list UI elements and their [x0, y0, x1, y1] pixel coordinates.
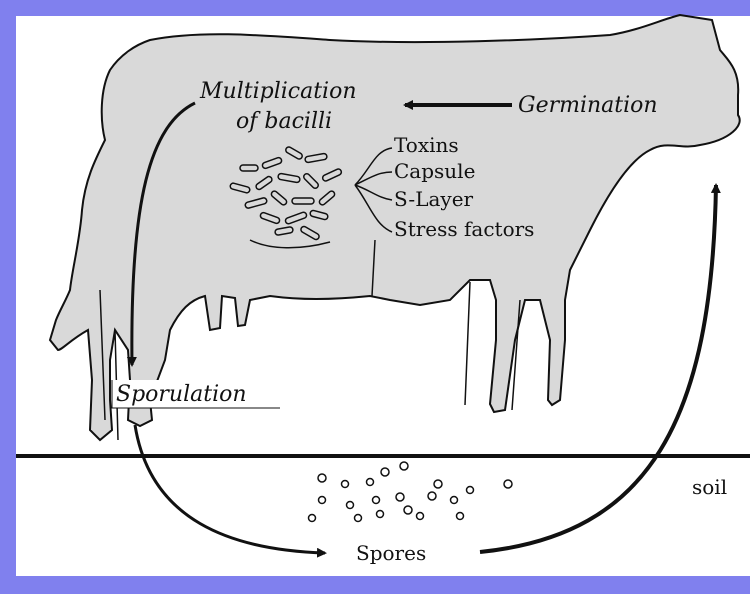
- spores-label: Spores: [356, 541, 426, 565]
- s-layer-label: S-Layer: [394, 187, 474, 211]
- capsule-label: Capsule: [394, 159, 475, 183]
- toxins-label: Toxins: [394, 133, 459, 157]
- sporulation-to-spores-arrow: [135, 425, 325, 553]
- germination-label: Germination: [518, 93, 658, 118]
- multiplication-label-line1: Multiplication: [199, 79, 357, 104]
- spore-dots: [309, 462, 513, 522]
- stress-factors-label: Stress factors: [394, 217, 534, 241]
- multiplication-label-line2: of bacilli: [236, 109, 332, 134]
- sporulation-label: Sporulation: [116, 382, 247, 407]
- soil-label: soil: [692, 475, 727, 499]
